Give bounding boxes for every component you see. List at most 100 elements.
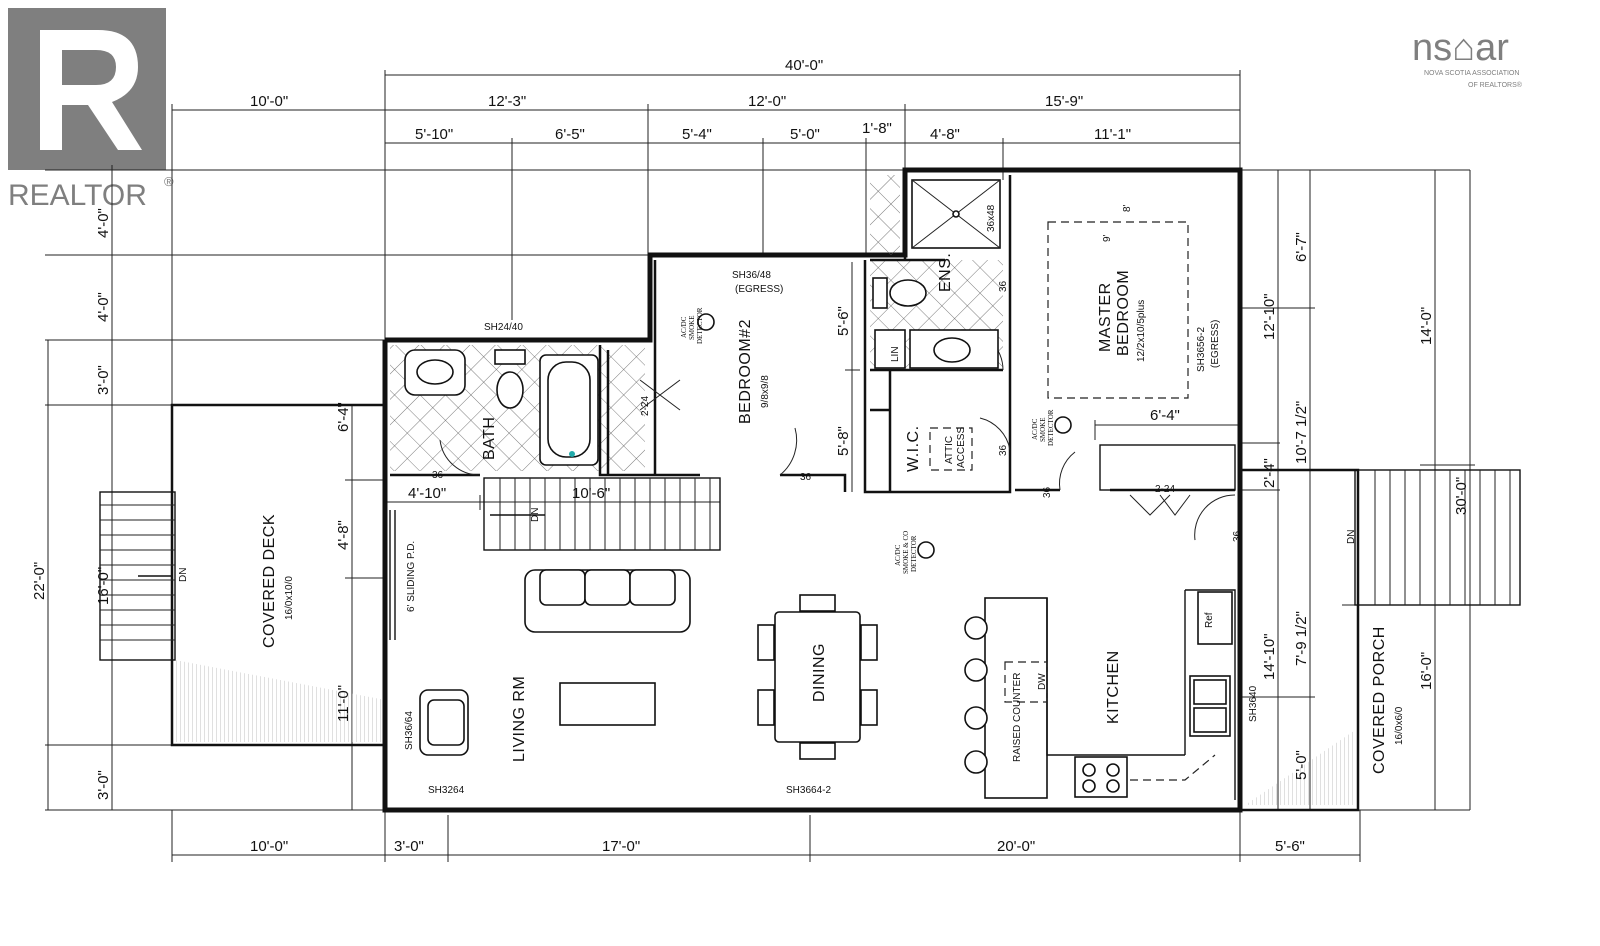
- realtor-mark: ®: [164, 174, 174, 189]
- dim-bot-seg1: 3'-0": [394, 838, 424, 855]
- dim-top-sub2: 6'-5": [555, 126, 585, 143]
- dim-top-sub4: 5'-0": [790, 126, 820, 143]
- nsar-line1: NOVA SCOTIA ASSOCIATION: [1424, 70, 1519, 77]
- nsar-logo-text: ns⌂ar: [1412, 27, 1509, 69]
- door-36-kitchen: 36: [1232, 530, 1243, 542]
- dim-top-seg1: 12'-3": [488, 93, 526, 110]
- dim-left-c: 3'-0": [95, 365, 112, 395]
- dn-deck-label: DN: [178, 568, 189, 582]
- bedroom2-size: 9/8x9/8: [760, 375, 771, 408]
- dim-right-f: 14'-10": [1261, 633, 1278, 680]
- dim-right-d: 2'-4": [1261, 458, 1278, 488]
- kitchen-sink: [1189, 675, 1231, 737]
- ens-label: ENS.: [937, 253, 954, 292]
- smoke2-line3: DETECTOR: [1047, 409, 1055, 446]
- covered-deck-label: COVERED DECK: [261, 514, 278, 648]
- window-bed2-label: SH36/48: [732, 270, 771, 281]
- dim-bot-porch: 5'-6": [1275, 838, 1305, 855]
- dim-top-sub5: 1'-8": [862, 120, 892, 137]
- window-master-label: SH3656-2: [1196, 327, 1207, 372]
- dim-top-sub3: 5'-4": [682, 126, 712, 143]
- attic-label: ATTIC: [944, 436, 955, 464]
- ens-toilet: [872, 277, 927, 309]
- smoke3-line1: AC/DC: [894, 544, 902, 566]
- ceiling-8-label: 8': [1122, 204, 1133, 212]
- closet1-label: 2-24: [640, 396, 651, 416]
- dim-right-total: 30'-0": [1453, 477, 1470, 515]
- covered-porch-size: 16/0x6/0: [1394, 706, 1405, 745]
- door-36-master: 36: [1042, 486, 1053, 498]
- interior-walls: [389, 175, 1236, 640]
- smoke1-line3: DETECTOR: [696, 307, 704, 344]
- dim-right-a: 6'-7": [1293, 232, 1310, 262]
- room-labels: COVERED DECK 16/0x10/0 BATH BEDROOM#2 9/…: [261, 253, 1405, 774]
- dim-left-total: 22'-0": [31, 562, 48, 600]
- dim-right-e: 7'-9 1/2": [1293, 611, 1310, 666]
- dn-porch-label: DN: [1346, 530, 1357, 544]
- ceiling-9-label: 9': [1102, 234, 1113, 242]
- dim-right-c: 10'-7 1/2": [1293, 401, 1310, 464]
- egress-label: (EGRESS): [735, 284, 783, 295]
- dimension-labels: 40'-0" 10'-0" 12'-3" 12'-0" 15'-9" 5'-10…: [31, 57, 1470, 855]
- closet2-label: 2-24: [1155, 484, 1175, 495]
- dimension-lines: [45, 70, 1475, 862]
- dim-bot-seg2: 17'-0": [602, 838, 640, 855]
- dim-left-b: 4'-0": [95, 292, 112, 322]
- smoke3-line2: SMOKE & CO: [902, 531, 910, 574]
- dim-top-sub1: 5'-10": [415, 126, 453, 143]
- dim-top-total: 40'-0": [785, 57, 823, 74]
- kitchen-island: [964, 597, 1185, 799]
- refrigerator: [1197, 591, 1233, 645]
- dim-stair-w2: 10'-6": [572, 485, 610, 502]
- window-kitchen-label: SH3640: [1248, 685, 1259, 722]
- master-label-2: BEDROOM: [1115, 270, 1132, 356]
- dim-bot-seg3: 20'-0": [997, 838, 1035, 855]
- lin-label: LIN: [890, 346, 901, 362]
- realtor-logo: REALTOR ®: [8, 8, 174, 212]
- kitchen-label: KITCHEN: [1105, 650, 1122, 724]
- dim-top-seg3: 15'-9": [1045, 93, 1083, 110]
- bath-toilet: [494, 349, 526, 409]
- door-36-bed2: 36: [800, 472, 812, 483]
- realtor-text: REALTOR: [8, 179, 147, 212]
- ref-label: Ref: [1204, 612, 1215, 628]
- coffee-table: [559, 682, 656, 726]
- fixtures: [404, 277, 1236, 800]
- nsar-logo: ns⌂ar NOVA SCOTIA ASSOCIATION OF REALTOR…: [1412, 27, 1523, 89]
- porch-stairs: [1374, 470, 1511, 605]
- door-36-wic: 36: [998, 444, 1009, 456]
- smoke-co-detector-icon: [917, 541, 935, 559]
- dim-right-b: 12'-10": [1261, 293, 1278, 340]
- stove: [1074, 756, 1128, 798]
- master-size: 12/2x10/5plus: [1136, 300, 1147, 362]
- bathtub: [539, 354, 599, 466]
- dn-stair-label: DN: [530, 508, 541, 522]
- armchair: [419, 689, 469, 756]
- dim-left-a: 4'-0": [95, 208, 112, 238]
- dim-inner-stair: 4'-8": [335, 520, 352, 550]
- covered-porch-label: COVERED PORCH: [1371, 626, 1388, 774]
- covered-porch: [1240, 468, 1521, 812]
- dim-bed2-b: 5'-8": [835, 426, 852, 456]
- raised-counter-label: RAISED COUNTER: [1012, 673, 1023, 762]
- master-label: MASTER: [1097, 282, 1114, 352]
- covered-deck-size: 16/0x10/0: [284, 576, 295, 620]
- smoke1-line1: AC/DC: [680, 316, 688, 338]
- deck-stairs: [100, 504, 175, 641]
- sliding-door-label: 6' SLIDING P.D.: [406, 541, 417, 612]
- nsar-line2: OF REALTORS®: [1468, 81, 1523, 89]
- smoke2-line2: SMOKE: [1039, 417, 1047, 442]
- window-bath-label: SH24/40: [484, 322, 523, 333]
- wic-label: W.I.C.: [905, 425, 922, 472]
- dining-label: DINING: [811, 643, 828, 702]
- door-36-ens: 36: [998, 280, 1009, 292]
- dim-inner-living: 11'-0": [335, 685, 352, 722]
- bath-sink: [404, 349, 466, 396]
- dim-left-e: 3'-0": [95, 770, 112, 800]
- smoke-detector-icon: [697, 313, 715, 331]
- dim-top-left-deck: 10'-0": [250, 93, 288, 110]
- dim-top-sub7: 11'-1": [1094, 126, 1131, 143]
- main-staircase: [483, 477, 721, 551]
